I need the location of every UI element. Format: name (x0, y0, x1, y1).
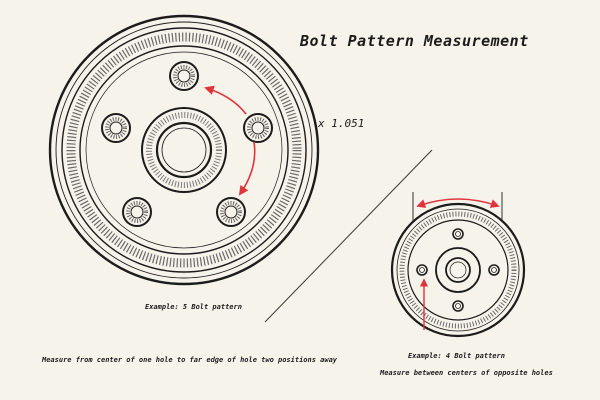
bolt-hole (452, 300, 464, 312)
bolt-hole (101, 113, 131, 143)
four-bolt-instruction: Measure between centers of opposite hole… (380, 369, 553, 377)
width-arrow (416, 198, 500, 208)
five-bolt-measure-arrows (204, 85, 256, 196)
five-bolt-wheel (48, 14, 320, 286)
wheel-outer-rim (48, 14, 320, 286)
bolt-hole (243, 113, 273, 143)
bolt-hole (452, 228, 464, 240)
five-bolt-caption: Example: 5 Bolt pattern (145, 303, 242, 311)
bolt-holes-five (101, 61, 273, 227)
bolt-hole (488, 264, 500, 276)
center-bore (445, 257, 471, 283)
bolt-hole (416, 264, 428, 276)
four-bolt-wheel (390, 202, 526, 338)
divider-line (264, 149, 433, 323)
wheel-outer-rim (390, 202, 526, 338)
bolt-hole (216, 197, 246, 227)
hub-outer (435, 247, 481, 293)
hub-outer (141, 107, 227, 193)
wheel-hatched-band (66, 32, 302, 268)
four-bolt-width-bracket (412, 192, 503, 222)
measure-arc-arrow (204, 85, 247, 115)
bolt-hole (122, 197, 152, 227)
multiplier-note: x 1.051 (318, 117, 365, 130)
four-bolt-caption: Example: 4 Bolt pattern (408, 352, 505, 360)
page-title: Bolt Pattern Measurement (300, 32, 529, 50)
bolt-hole (169, 61, 199, 91)
five-bolt-instruction: Measure from center of one hole to far e… (42, 356, 338, 364)
bolt-holes-four (416, 228, 500, 312)
measure-arc-arrow (238, 141, 256, 196)
center-bore (155, 121, 213, 179)
